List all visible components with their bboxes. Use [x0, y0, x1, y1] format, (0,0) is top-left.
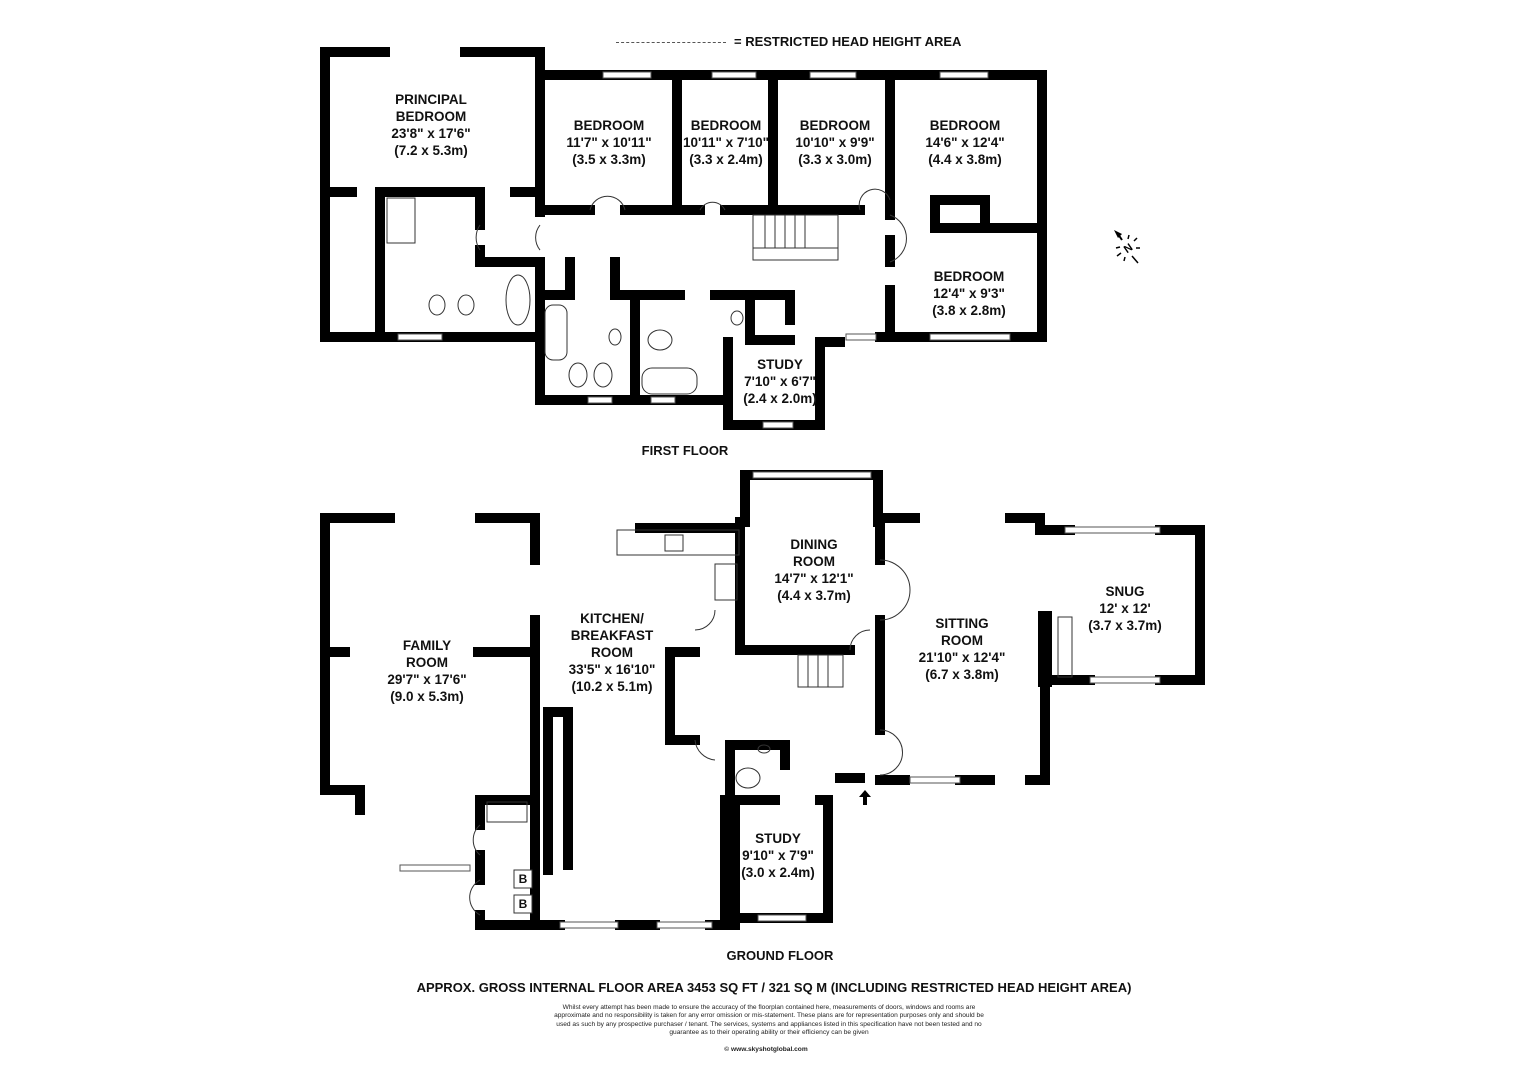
room-label-bedroom-6: BEDROOM 12'4" x 9'3" (3.8 x 2.8m) [932, 269, 1006, 318]
room-label-sitting-room: SITTING ROOM 21'10" x 12'4" (6.7 x 3.8m) [918, 616, 1006, 682]
room-label-family-room: FAMILY ROOM 29'7" x 17'6" (9.0 x 5.3m) [387, 638, 467, 704]
copyright-link[interactable]: © www.skyshotglobal.com [724, 1046, 808, 1053]
room-label-bedroom-3: BEDROOM 10'11" x 7'10" (3.3 x 2.4m) [682, 118, 770, 167]
room-label-dining-room: DINING ROOM 14'7" x 12'1" (4.4 x 3.7m) [774, 537, 854, 603]
room-label-principal-bedroom: PRINCIPAL BEDROOM 23'8" x 17'6" (7.2 x 5… [391, 92, 471, 158]
restricted-head-height-legend: = RESTRICTED HEAD HEIGHT AREA [616, 34, 961, 49]
disclaimer-text: Whilst every attempt has been made to en… [554, 1004, 984, 1037]
gross-floor-area: APPROX. GROSS INTERNAL FLOOR AREA 3453 S… [416, 980, 1132, 995]
first-floor-title: FIRST FLOOR [641, 443, 729, 458]
dashed-line-icon [616, 42, 726, 44]
boiler-label: B [518, 897, 528, 911]
svg-text:N: N [1122, 242, 1135, 256]
room-label-bedroom-2: BEDROOM 11'7" x 10'11" (3.5 x 3.3m) [566, 118, 652, 167]
room-label-study-first-floor: STUDY 7'10" x 6'7" (2.4 x 2.0m) [743, 357, 817, 406]
room-label-bedroom-4: BEDROOM 10'10" x 9'9" (3.3 x 3.0m) [795, 118, 875, 167]
room-label-snug: SNUG 12' x 12' (3.7 x 3.7m) [1088, 584, 1162, 633]
room-label-bedroom-5: BEDROOM 14'6" x 12'4" (4.4 x 3.8m) [925, 118, 1005, 167]
ground-floor-title: GROUND FLOOR [726, 948, 834, 963]
room-label-kitchen-breakfast-room: KITCHEN/ BREAKFAST ROOM 33'5" x 16'10" (… [568, 611, 656, 694]
room-label-study-ground-floor: STUDY 9'10" x 7'9" (3.0 x 2.4m) [741, 831, 815, 880]
north-arrow-icon: N [1108, 226, 1148, 266]
boiler-label: B [518, 872, 528, 886]
